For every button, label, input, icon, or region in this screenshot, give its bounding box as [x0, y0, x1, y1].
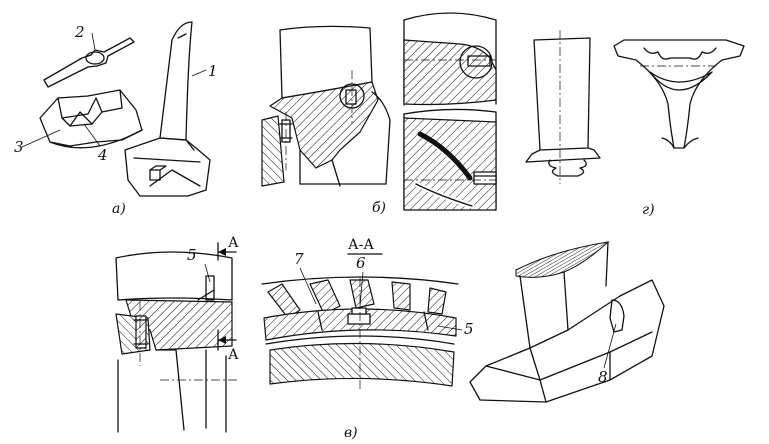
callout-4: 4	[97, 146, 108, 164]
section-view-b3	[403, 108, 497, 211]
section-view-v1	[115, 251, 240, 433]
callout-6: 6	[356, 254, 366, 272]
section-arrow-a-bottom: А	[217, 329, 239, 363]
panel-g: г)	[525, 30, 745, 218]
panel-a: 2 3 4 1 а)	[14, 21, 218, 217]
panel-label-a: а)	[112, 201, 126, 217]
panel-b: б)	[261, 12, 497, 216]
callout-5-right: 5	[464, 320, 474, 338]
blade-with-root	[469, 241, 665, 403]
panel-v: 5 А А А-А	[115, 235, 665, 441]
fir-tree-disk-rim	[613, 39, 745, 149]
section-view-b1	[261, 25, 391, 187]
section-view-title: А-А	[348, 237, 374, 253]
section-view-aa: А-А	[261, 237, 459, 392]
callout-8: 8	[598, 368, 608, 386]
fir-tree-blade	[525, 30, 601, 184]
callout-3: 3	[14, 138, 24, 156]
section-view-b2	[403, 12, 497, 106]
callout-7: 7	[294, 250, 304, 268]
locking-plate-2	[43, 37, 135, 88]
callout-2: 2	[74, 23, 85, 41]
section-mark-a-bottom: А	[228, 347, 239, 363]
rim-fragment-a	[39, 89, 143, 149]
panel-label-v: в)	[344, 425, 358, 441]
section-arrow-a-top: А	[217, 235, 239, 261]
callout-5-left: 5	[187, 246, 197, 264]
panel-label-g: г)	[642, 202, 655, 218]
callout-1: 1	[208, 62, 218, 80]
panel-label-b: б)	[372, 200, 386, 216]
blade-1	[124, 21, 211, 197]
section-mark-a-top: А	[228, 235, 239, 251]
